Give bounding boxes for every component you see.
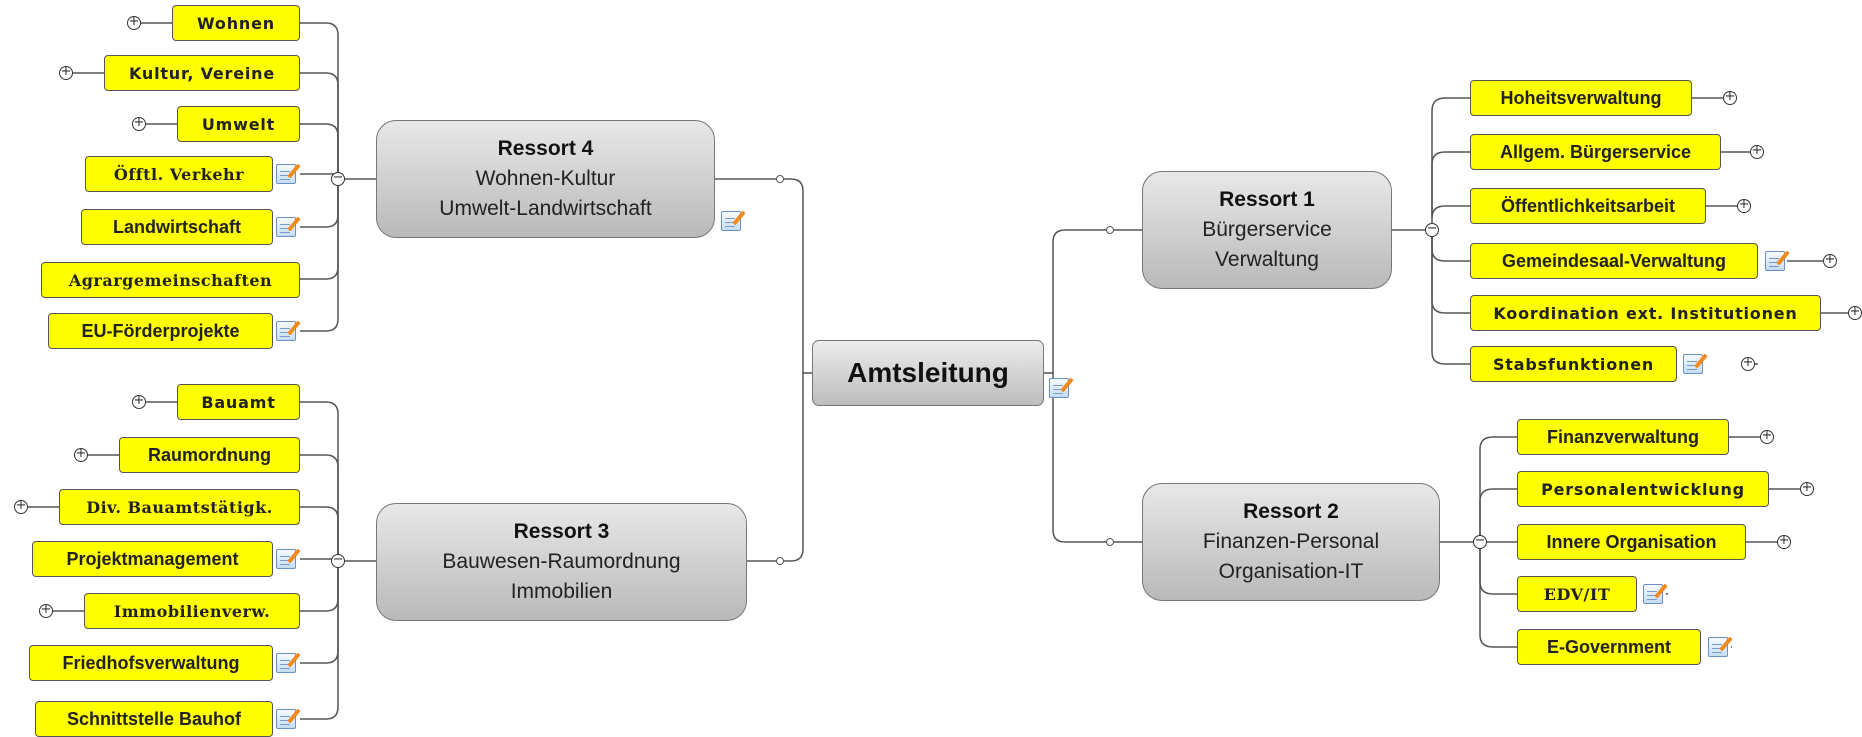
subtopic-allgem-buergerservice[interactable]: Allgem. Bürgerservice <box>1470 134 1721 170</box>
note-icon[interactable] <box>1765 251 1785 271</box>
topic-title: Ressort 4 <box>497 137 594 160</box>
subtopic-edv-it[interactable]: EDV/IT <box>1517 576 1637 612</box>
note-icon[interactable] <box>276 164 296 184</box>
expand-plus-icon[interactable]: + <box>59 64 73 80</box>
note-icon[interactable] <box>721 211 741 231</box>
note-icon[interactable] <box>1643 584 1663 604</box>
expand-plus-icon[interactable]: + <box>1723 89 1737 105</box>
subtopic-wohnen[interactable]: Wohnen <box>172 5 300 41</box>
subtopic-oeffentlichkeitsarbeit[interactable]: Öffentlichkeitsarbeit <box>1470 188 1706 224</box>
topic-line: Verwaltung <box>1215 248 1319 271</box>
topic-title: Ressort 1 <box>1219 188 1315 211</box>
subtopic-friedhofsverwaltung[interactable]: Friedhofsverwaltung <box>29 645 273 681</box>
topic-line: Organisation-IT <box>1218 560 1364 583</box>
note-icon[interactable] <box>1708 637 1728 657</box>
expand-plus-icon[interactable]: + <box>127 14 141 30</box>
expand-plus-icon[interactable]: + <box>1777 533 1791 549</box>
subtopic-koordination-ext-institutionen[interactable]: Koordination ext. Institutionen <box>1470 295 1821 331</box>
topic-line: Wohnen-Kultur <box>475 167 616 190</box>
topic-ressort-1[interactable]: Ressort 1 Bürgerservice Verwaltung <box>1142 171 1392 289</box>
topic-line: Bürgerservice <box>1202 218 1332 241</box>
expand-plus-icon[interactable]: + <box>132 393 146 409</box>
expand-plus-icon[interactable]: + <box>1848 304 1862 320</box>
subtopic-stabsfunktionen[interactable]: Stabsfunktionen <box>1470 346 1677 382</box>
collapse-minus-icon[interactable]: − <box>1473 533 1487 549</box>
subtopic-oefftl-verkehr[interactable]: Öfftl. Verkehr <box>85 156 273 192</box>
subtopic-landwirtschaft[interactable]: Landwirtschaft <box>81 209 273 245</box>
subtopic-finanzverwaltung[interactable]: Finanzverwaltung <box>1517 419 1729 455</box>
expand-plus-icon[interactable]: + <box>1800 480 1814 496</box>
topic-ressort-2[interactable]: Ressort 2 Finanzen-Personal Organisation… <box>1142 483 1440 601</box>
note-icon[interactable] <box>276 549 296 569</box>
topic-title: Ressort 2 <box>1243 500 1339 523</box>
subtopic-raumordnung[interactable]: Raumordnung <box>119 437 300 473</box>
topic-line: Finanzen-Personal <box>1202 530 1380 553</box>
subtopic-div-bauamtstaetigk[interactable]: Div. Bauamtstätigk. <box>59 489 300 525</box>
subtopic-eu-foerderprojekte[interactable]: EU-Förderprojekte <box>48 313 273 349</box>
note-icon[interactable] <box>1049 378 1069 398</box>
subtopic-personalentwicklung[interactable]: Personalentwicklung <box>1517 471 1769 507</box>
note-icon[interactable] <box>276 321 296 341</box>
expand-plus-icon[interactable]: + <box>1823 252 1837 268</box>
expand-plus-icon[interactable]: + <box>1760 428 1774 444</box>
subtopic-immobilienverw[interactable]: Immobilienverw. <box>84 593 300 629</box>
subtopic-hoheitsverwaltung[interactable]: Hoheitsverwaltung <box>1470 80 1692 116</box>
note-icon[interactable] <box>1683 354 1703 374</box>
subtopic-agrargemeinschaften[interactable]: Agrargemeinschaften <box>41 262 300 298</box>
connector-dot <box>1106 538 1114 546</box>
expand-plus-icon[interactable]: + <box>132 115 146 131</box>
expand-plus-icon[interactable]: + <box>14 498 28 514</box>
subtopic-projektmanagement[interactable]: Projektmanagement <box>32 541 273 577</box>
connector-dot <box>776 175 784 183</box>
expand-plus-icon[interactable]: + <box>1737 197 1751 213</box>
subtopic-schnittstelle-bauhof[interactable]: Schnittstelle Bauhof <box>35 701 273 737</box>
topic-line: Umwelt-Landwirtschaft <box>439 197 652 220</box>
expand-plus-icon[interactable]: + <box>1750 143 1764 159</box>
connector-dot <box>776 557 784 565</box>
topic-title: Ressort 3 <box>513 520 610 543</box>
note-icon[interactable] <box>276 709 296 729</box>
collapse-minus-icon[interactable]: − <box>1425 221 1439 237</box>
central-topic[interactable]: Amtsleitung <box>812 340 1044 406</box>
collapse-minus-icon[interactable]: − <box>331 552 345 568</box>
subtopic-umwelt[interactable]: Umwelt <box>177 106 300 142</box>
expand-plus-icon[interactable]: + <box>74 446 88 462</box>
topic-line: Bauwesen-Raumordnung <box>442 550 681 573</box>
subtopic-bauamt[interactable]: Bauamt <box>177 384 300 420</box>
expand-plus-icon[interactable]: + <box>1741 355 1755 371</box>
note-icon[interactable] <box>276 653 296 673</box>
expand-plus-icon[interactable]: + <box>39 602 53 618</box>
collapse-minus-icon[interactable]: − <box>331 170 345 186</box>
note-icon[interactable] <box>276 217 296 237</box>
subtopic-kultur-vereine[interactable]: Kultur, Vereine <box>104 55 300 91</box>
topic-ressort-4[interactable]: Ressort 4 Wohnen-Kultur Umwelt-Landwirts… <box>376 120 715 238</box>
subtopic-e-government[interactable]: E-Government <box>1517 629 1701 665</box>
topic-ressort-3[interactable]: Ressort 3 Bauwesen-Raumordnung Immobilie… <box>376 503 747 621</box>
subtopic-gemeindesaal-verwaltung[interactable]: Gemeindesaal-Verwaltung <box>1470 243 1758 279</box>
subtopic-innere-organisation[interactable]: Innere Organisation <box>1517 524 1746 560</box>
topic-line: Immobilien <box>510 580 613 603</box>
connector-dot <box>1106 226 1114 234</box>
